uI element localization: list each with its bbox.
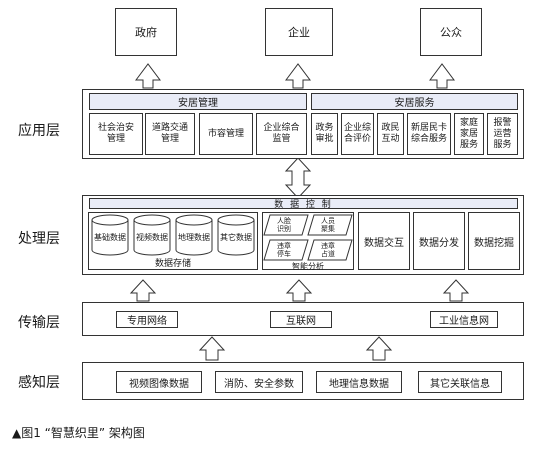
up-arrow xyxy=(285,63,311,89)
mgmt-item: 道路交通 管理 xyxy=(145,113,195,155)
parallelogram xyxy=(263,214,309,236)
perception-item: 地理信息数据 xyxy=(316,371,402,393)
mgmt-item: 企业综合 监管 xyxy=(256,113,307,155)
up-arrow xyxy=(365,336,393,361)
service-header: 安居服务 xyxy=(311,93,518,110)
perception-item: 视频图像数据 xyxy=(116,371,202,393)
exchange-box: 数据交互 xyxy=(358,212,410,270)
analysis-item: 违章 占道 xyxy=(321,242,335,258)
mgmt-item: 市容管理 xyxy=(199,113,253,155)
parallelogram xyxy=(307,214,353,236)
analysis-item: 违章 停车 xyxy=(277,242,291,258)
cylinder xyxy=(91,214,129,256)
service-item: 家庭 家居 服务 xyxy=(454,113,484,155)
gov-box: 政府 xyxy=(115,8,177,56)
analysis-title: 智能分析 xyxy=(292,261,324,271)
perception-layer-label: 感知层 xyxy=(18,375,60,391)
management-header: 安居管理 xyxy=(89,93,307,110)
up-arrow xyxy=(135,63,161,89)
app-layer-label: 应用层 xyxy=(18,123,60,139)
analysis-item: 人脸 识别 xyxy=(277,217,291,233)
enterprise-box: 企业 xyxy=(265,8,333,56)
data-control-band: 数 据 控 制 xyxy=(89,198,518,210)
up-arrow xyxy=(429,63,455,89)
service-item: 政民 互动 xyxy=(377,113,404,155)
transport-item: 工业信息网 xyxy=(430,311,498,328)
public-box: 公众 xyxy=(420,8,482,56)
storage-item: 视频数据 xyxy=(136,233,168,242)
storage-item: 基础数据 xyxy=(94,233,126,242)
service-item: 新居民卡 综合服务 xyxy=(407,113,451,155)
process-layer-label: 处理层 xyxy=(18,231,60,247)
storage-item: 其它数据 xyxy=(220,233,252,242)
distribute-box: 数据分发 xyxy=(413,212,465,270)
parallelogram xyxy=(307,239,353,261)
storage-cylinders xyxy=(91,214,255,256)
transport-item: 专用网络 xyxy=(116,311,178,328)
up-arrow xyxy=(285,279,313,302)
public-label: 公众 xyxy=(440,26,462,39)
transport-layer-label: 传输层 xyxy=(18,315,60,331)
perception-item: 消防、安全参数 xyxy=(215,371,303,393)
analysis-item: 人员 聚集 xyxy=(321,217,335,233)
storage-item: 地理数据 xyxy=(178,233,210,242)
perception-item: 其它关联信息 xyxy=(418,371,502,393)
service-item: 企业综 合评价 xyxy=(341,113,374,155)
up-arrow xyxy=(442,279,470,302)
mining-box: 数据挖掘 xyxy=(468,212,520,270)
up-arrow xyxy=(198,336,226,361)
service-item: 政务 审批 xyxy=(311,113,338,155)
mgmt-item: 社会治安 管理 xyxy=(89,113,143,155)
parallelogram xyxy=(263,239,309,261)
cylinder xyxy=(175,214,213,256)
cylinder xyxy=(217,214,255,256)
storage-title: 数据存储 xyxy=(154,259,191,269)
transport-item: 互联网 xyxy=(270,311,332,328)
service-item: 报警 运营 服务 xyxy=(487,113,518,155)
analysis-parallelograms xyxy=(263,214,353,261)
bidirectional-arrow xyxy=(284,157,312,199)
enterprise-label: 企业 xyxy=(288,26,310,39)
up-arrow xyxy=(129,279,157,302)
cylinder xyxy=(133,214,171,256)
figure-caption: ▲图1 “智慧织里” 架构图 xyxy=(12,426,145,440)
gov-label: 政府 xyxy=(135,26,157,39)
